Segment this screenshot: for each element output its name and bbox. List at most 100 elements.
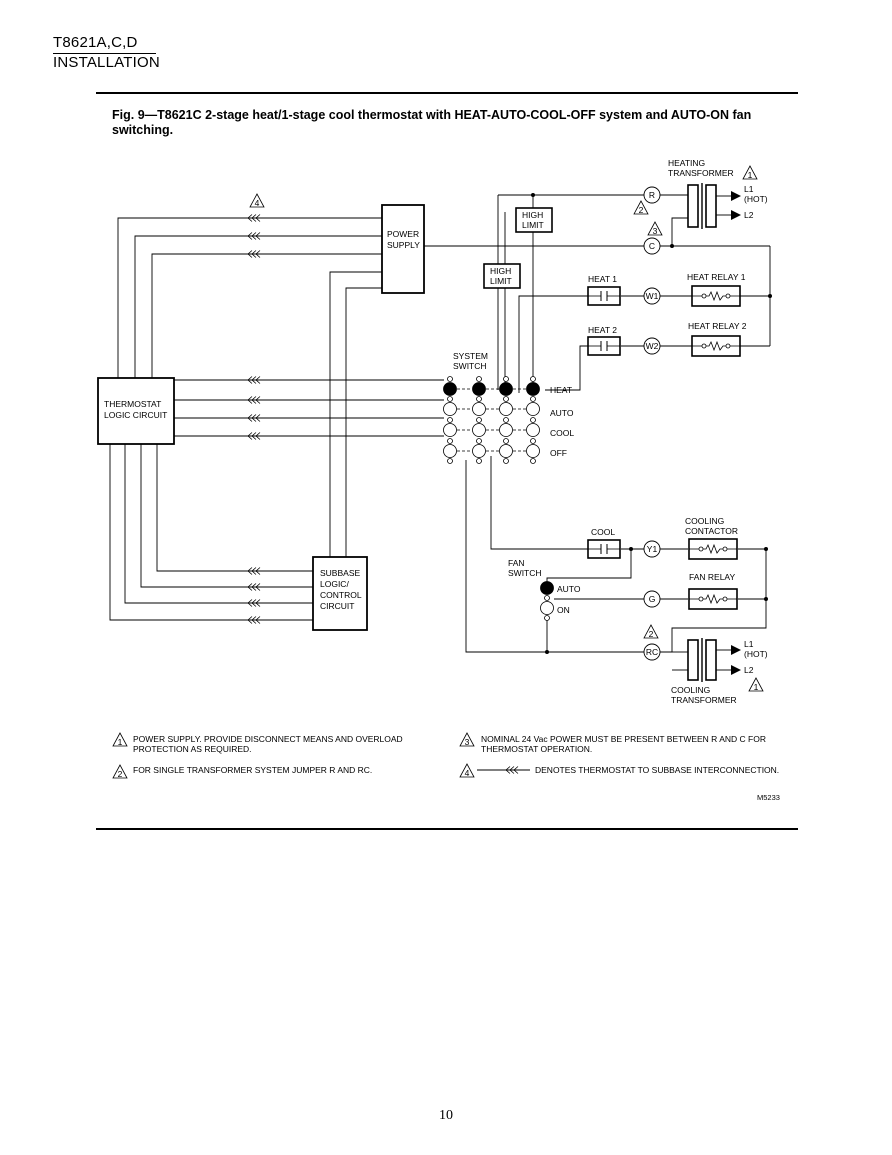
svg-text:SWITCH: SWITCH [508,568,542,578]
terminal-w2: W2 [643,337,661,355]
svg-text:1: 1 [754,682,759,692]
high-limit-1: HIGH LIMIT [515,207,553,233]
document-section: INSTALLATION [53,54,160,71]
fan-relay: FAN RELAY [688,572,738,610]
note-1: 1 POWER SUPPLY. PROVIDE DISCONNECT MEANS… [112,732,403,754]
svg-text:FOR SINGLE TRANSFORMER SYSTEM: FOR SINGLE TRANSFORMER SYSTEM JUMPER R A… [133,765,372,775]
junction-dots [531,193,772,654]
svg-text:L2: L2 [744,665,754,675]
svg-text:AUTO: AUTO [557,584,581,594]
terminal-y1: Y1 [643,540,661,558]
svg-text:RC: RC [646,647,658,657]
document-model: T8621A,C,D [53,34,138,51]
svg-text:CONTACTOR: CONTACTOR [685,526,738,536]
power-supply-block: POWER SUPPLY [381,204,425,294]
svg-text:G: G [649,594,656,604]
svg-text:COOL: COOL [550,428,574,438]
svg-text:4: 4 [255,198,260,208]
cooling-contactor: COOLING CONTACTOR [685,516,738,560]
svg-text:POWER SUPPLY. PROVIDE DISCONN: POWER SUPPLY. PROVIDE DISCONNECT MEANS A… [133,734,403,744]
wires [109,194,771,671]
svg-text:LOGIC CIRCUIT: LOGIC CIRCUIT [104,410,167,420]
heating-transformer: HEATING TRANSFORMER 1 L1 (HOT) L2 [668,158,768,229]
svg-text:HEAT 2: HEAT 2 [588,325,617,335]
svg-text:HEAT RELAY 1: HEAT RELAY 1 [687,272,746,282]
svg-text:HEAT 1: HEAT 1 [588,274,617,284]
notes: 1 POWER SUPPLY. PROVIDE DISCONNECT MEANS… [112,732,779,779]
high-limit-2: HIGH LIMIT [483,263,521,289]
svg-text:COOL: COOL [591,527,615,537]
heat-relay-1: HEAT RELAY 1 [687,272,746,307]
svg-text:TRANSFORMER: TRANSFORMER [671,695,737,705]
svg-text:C: C [649,241,655,251]
figure-code: M5233 [757,793,780,802]
callout-triangles: 4 2 3 2 [249,193,663,639]
svg-text:DENOTES THERMOSTAT TO SUBBASE: DENOTES THERMOSTAT TO SUBBASE INTERCONNE… [535,765,779,775]
svg-text:LIMIT: LIMIT [522,220,544,230]
svg-text:HEAT RELAY 2: HEAT RELAY 2 [688,321,747,331]
header-rule [53,53,156,54]
fan-switch: FAN SWITCH AUTO ON [508,558,581,621]
svg-text:THERMOSTAT: THERMOSTAT [104,399,161,409]
svg-text:(HOT): (HOT) [744,194,768,204]
svg-text:NOMINAL 24 Vac POWER MUST BE P: NOMINAL 24 Vac POWER MUST BE PRESENT BET… [481,734,766,744]
svg-text:R: R [649,190,655,200]
svg-text:L1: L1 [744,184,754,194]
terminal-c: C [643,237,661,255]
svg-text:FAN: FAN [508,558,525,568]
top-rule [96,92,798,94]
thermostat-logic-block: THERMOSTAT LOGIC CIRCUIT [97,377,175,445]
svg-text:3: 3 [653,226,658,236]
svg-text:W1: W1 [646,291,659,301]
svg-text:SUBBASE: SUBBASE [320,568,360,578]
svg-text:COOLING: COOLING [671,685,710,695]
interconnect-chevrons [247,214,261,624]
svg-text:TRANSFORMER: TRANSFORMER [668,168,734,178]
terminal-w1: W1 [643,287,661,305]
svg-text:1: 1 [118,737,123,747]
svg-text:HIGH: HIGH [522,210,543,220]
svg-text:(HOT): (HOT) [744,649,768,659]
heat1-contact: HEAT 1 [587,274,621,306]
note-3: 3 NOMINAL 24 Vac POWER MUST BE PRESENT B… [459,732,766,754]
svg-text:POWER: POWER [387,229,419,239]
svg-text:2: 2 [639,205,644,215]
svg-text:2: 2 [118,769,123,779]
svg-text:4: 4 [465,768,470,778]
subbase-logic-block: SUBBASE LOGIC/ CONTROL CIRCUIT [312,556,368,631]
svg-text:1: 1 [748,170,753,180]
terminal-rc: RC [643,643,661,661]
svg-text:HIGH: HIGH [490,266,511,276]
svg-text:SUPPLY: SUPPLY [387,240,420,250]
svg-text:OFF: OFF [550,448,567,458]
svg-text:3: 3 [465,737,470,747]
system-switch: SYSTEM SWITCH HEAT AUTO COOL OFF [443,351,574,464]
terminal-r: R [643,186,661,204]
svg-text:COOLING: COOLING [685,516,724,526]
svg-text:LIMIT: LIMIT [490,276,512,286]
svg-text:LOGIC/: LOGIC/ [320,579,349,589]
note-2: 2 FOR SINGLE TRANSFORMER SYSTEM JUMPER R… [112,764,372,779]
heat-relay-2: HEAT RELAY 2 [688,321,747,357]
terminals: R C W1 W2 Y1 G RC [643,186,661,661]
svg-text:2: 2 [649,629,654,639]
svg-text:L2: L2 [744,210,754,220]
svg-text:PROTECTION AS REQUIRED.: PROTECTION AS REQUIRED. [133,744,252,754]
svg-text:Y1: Y1 [647,544,658,554]
svg-text:CIRCUIT: CIRCUIT [320,601,354,611]
svg-text:THERMOSTAT OPERATION.: THERMOSTAT OPERATION. [481,744,592,754]
svg-text:AUTO: AUTO [550,408,574,418]
note-4: 4 DENOTES THERMOSTAT TO SUBBASE INTERCON… [459,763,779,778]
svg-text:SYSTEM: SYSTEM [453,351,488,361]
figure-title: Fig. 9—T8621C 2-stage heat/1-stage cool … [112,108,752,137]
heat2-contact: HEAT 2 [587,325,621,356]
page-number: 10 [439,1108,453,1123]
svg-text:L1: L1 [744,639,754,649]
svg-text:FAN RELAY: FAN RELAY [689,572,735,582]
svg-text:SWITCH: SWITCH [453,361,487,371]
bottom-rule [96,828,798,830]
svg-text:HEATING: HEATING [668,158,705,168]
svg-text:ON: ON [557,605,570,615]
svg-text:HEAT: HEAT [550,385,572,395]
